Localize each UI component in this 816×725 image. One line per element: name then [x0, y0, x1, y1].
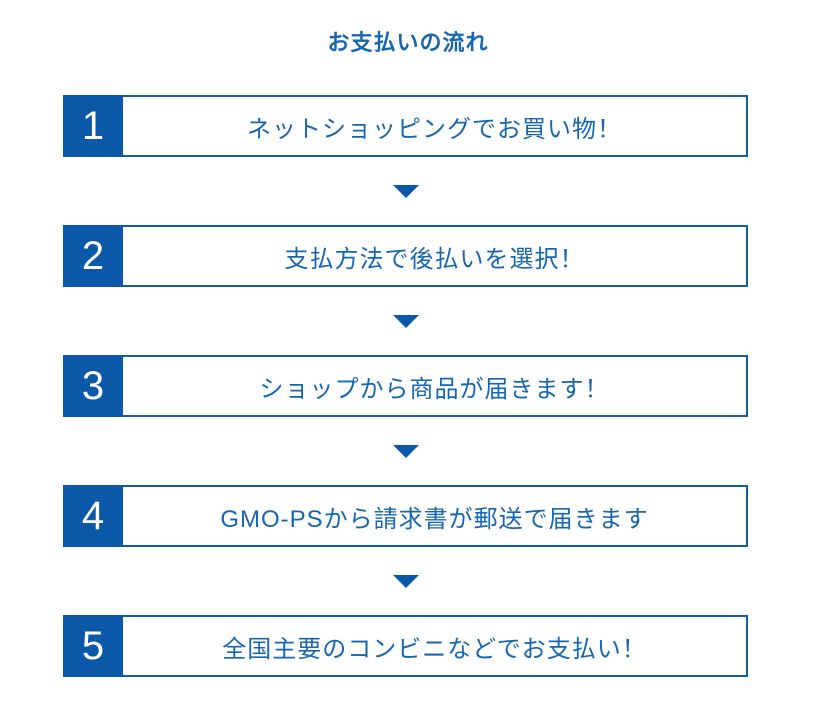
step-label-box: ネットショッピングでお買い物！ — [123, 95, 748, 157]
step-row-3: 3 ショップから商品が届きます！ — [63, 355, 748, 417]
step-label-box: 全国主要のコンビニなどでお支払い！ — [123, 615, 748, 677]
step-label: 支払方法で後払いを選択！ — [284, 245, 585, 273]
step-number-badge: 5 — [63, 615, 123, 677]
triangle-down-icon — [392, 444, 419, 458]
triangle-down-icon — [392, 184, 419, 198]
step-label-box: 支払方法で後払いを選択！ — [123, 225, 748, 287]
step-separator — [63, 547, 748, 615]
step-row-5: 5 全国主要のコンビニなどでお支払い！ — [63, 615, 748, 677]
step-label-box: ショップから商品が届きます！ — [123, 355, 748, 417]
step-number-badge: 4 — [63, 485, 123, 547]
page-title: お支払いの流れ — [327, 30, 489, 55]
step-number-badge: 2 — [63, 225, 123, 287]
step-row-4: 4 GMO-PSから請求書が郵送で届きます — [63, 485, 748, 547]
step-row-2: 2 支払方法で後払いを選択！ — [63, 225, 748, 287]
triangle-down-icon — [392, 574, 419, 588]
step-separator — [63, 417, 748, 485]
step-label-box: GMO-PSから請求書が郵送で届きます — [123, 485, 748, 547]
step-label: ショップから商品が届きます！ — [259, 375, 610, 403]
step-number-badge: 1 — [63, 95, 123, 157]
step-label: GMO-PSから請求書が郵送で届きます — [220, 505, 649, 533]
step-label: ネットショッピングでお買い物！ — [247, 115, 622, 143]
triangle-down-icon — [392, 314, 419, 328]
step-separator — [63, 287, 748, 355]
step-number-badge: 3 — [63, 355, 123, 417]
payment-flow-section: お支払いの流れ 1 ネットショッピングでお買い物！ 2 支払方法で後払いを選択！… — [63, 30, 748, 677]
step-label: 全国主要のコンビニなどでお支払い！ — [222, 635, 647, 663]
step-separator — [63, 157, 748, 225]
step-row-1: 1 ネットショッピングでお買い物！ — [63, 95, 748, 157]
payment-flow-list: 1 ネットショッピングでお買い物！ 2 支払方法で後払いを選択！ 3 ショップか… — [63, 95, 748, 677]
